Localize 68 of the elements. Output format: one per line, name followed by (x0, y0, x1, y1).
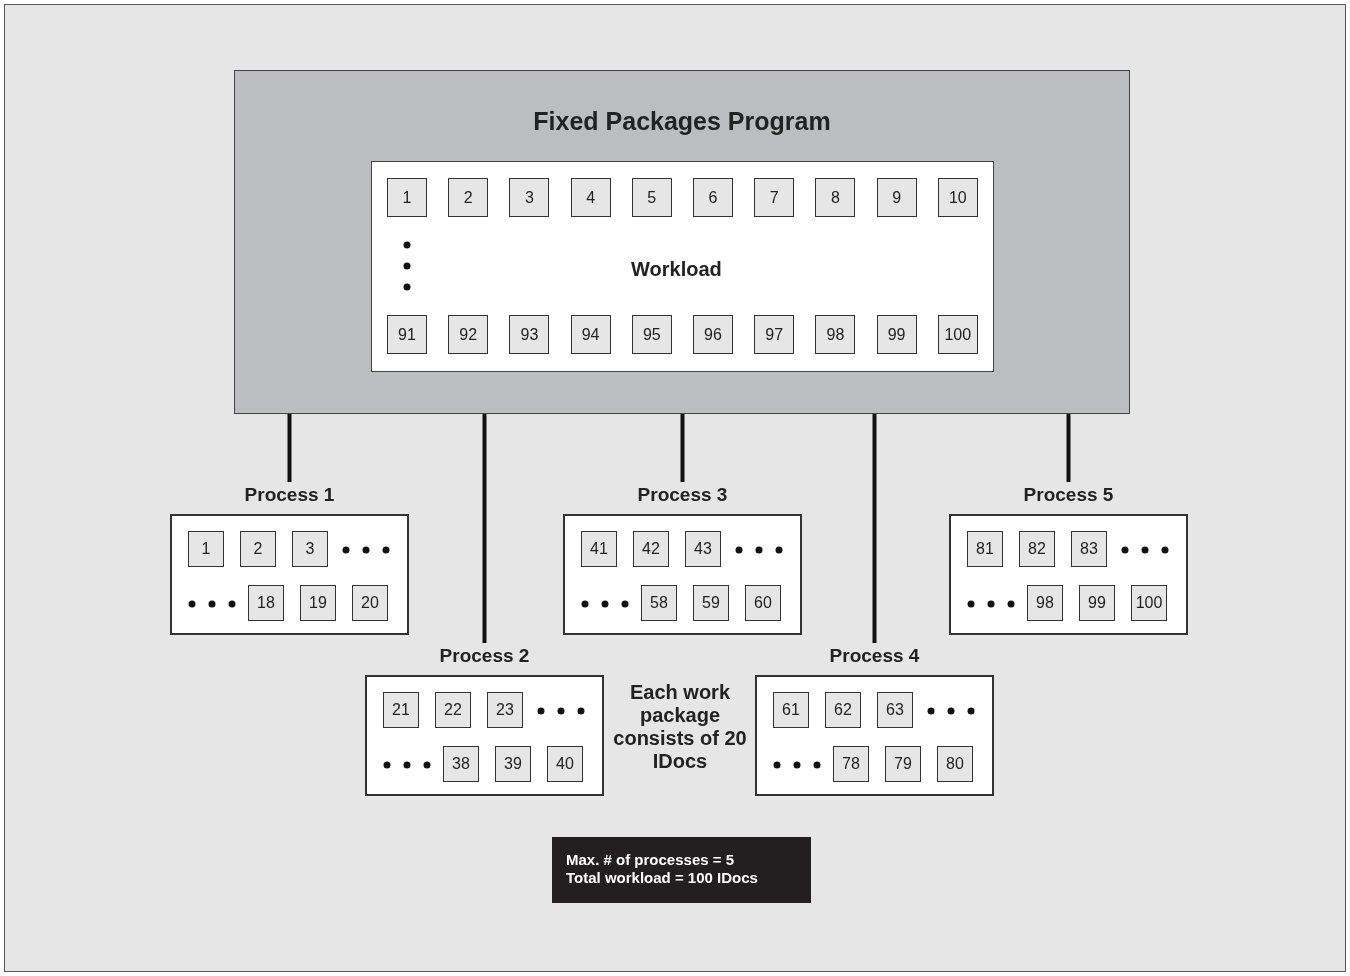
number-box: 42 (633, 531, 669, 567)
process-title: Process 3 (636, 484, 729, 506)
note-text: Each work package consists of 20 IDocs (612, 681, 748, 773)
process-title: Process 4 (828, 645, 921, 667)
process-title: Process 1 (243, 484, 336, 506)
number-box: 3 (509, 178, 550, 217)
number-box: 41 (581, 531, 617, 567)
number-box: 94 (570, 315, 611, 354)
summary-box (552, 837, 811, 903)
number-box: 20 (352, 585, 388, 621)
number-box: 38 (443, 746, 479, 782)
number-box: 95 (631, 315, 672, 354)
number-box: 98 (1027, 585, 1063, 621)
number-box: 98 (815, 315, 856, 354)
connector-line (287, 414, 292, 482)
number-box: 61 (773, 692, 809, 728)
process-title: Process 5 (1022, 484, 1115, 506)
number-box: 79 (885, 746, 921, 782)
number-box: 7 (754, 178, 795, 217)
number-box: 21 (383, 692, 419, 728)
number-box: 59 (693, 585, 729, 621)
number-box: 2 (448, 178, 489, 217)
number-box: 96 (693, 315, 733, 354)
number-box: 8 (815, 178, 856, 217)
process-title: Process 2 (438, 645, 531, 667)
number-box: 60 (745, 585, 781, 621)
connector-line (680, 414, 685, 482)
number-box: 99 (1079, 585, 1115, 621)
number-box: 91 (387, 315, 427, 354)
summary-text: Total workload = 100 IDocs (566, 869, 759, 887)
number-box: 2 (240, 531, 276, 567)
number-box: 78 (833, 746, 869, 782)
connector-line (482, 414, 487, 643)
number-box: 43 (685, 531, 721, 567)
connector-line (872, 414, 877, 643)
number-box: 100 (937, 315, 978, 354)
number-box: 1 (188, 531, 224, 567)
number-box: 80 (937, 746, 973, 782)
number-box: 5 (631, 178, 672, 217)
number-box: 100 (1131, 585, 1167, 621)
number-box: 58 (641, 585, 677, 621)
number-box: 3 (292, 531, 328, 567)
number-box: 6 (693, 178, 733, 217)
number-box: 81 (967, 531, 1003, 567)
number-box: 83 (1071, 531, 1107, 567)
connector-line (1066, 414, 1071, 482)
number-box: 39 (495, 746, 531, 782)
number-box: 4 (570, 178, 611, 217)
program-title: Fixed Packages Program (532, 107, 832, 136)
number-box: 10 (937, 178, 978, 217)
number-box: 1 (387, 178, 427, 217)
workload-label: Workload (631, 258, 722, 281)
number-box: 93 (509, 315, 550, 354)
number-box: 82 (1019, 531, 1055, 567)
number-box: 92 (448, 315, 489, 354)
number-box: 63 (877, 692, 913, 728)
number-box: 9 (876, 178, 917, 217)
workload-box (371, 161, 994, 372)
number-box: 40 (547, 746, 583, 782)
number-box: 99 (876, 315, 917, 354)
number-box: 62 (825, 692, 861, 728)
number-box: 22 (435, 692, 471, 728)
program-box (234, 70, 1130, 414)
number-box: 18 (248, 585, 284, 621)
number-box: 23 (487, 692, 523, 728)
summary-text: Max. # of processes = 5 (566, 851, 735, 869)
number-box: 19 (300, 585, 336, 621)
number-box: 97 (754, 315, 795, 354)
